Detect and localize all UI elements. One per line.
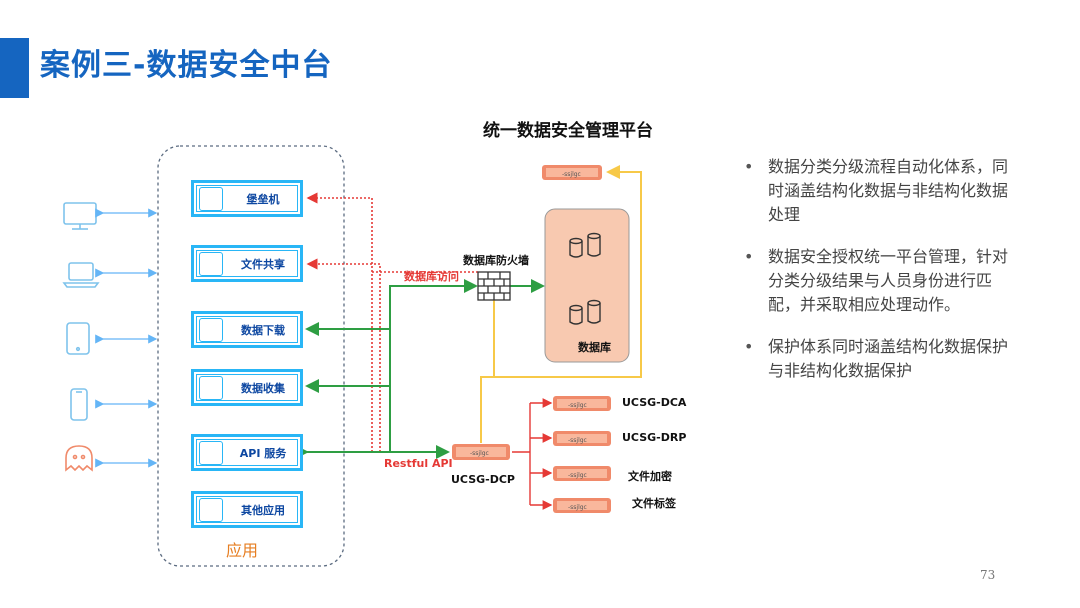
- svg-text:-ssjlgc: -ssjlgc: [568, 402, 587, 409]
- slide-title: 案例三-数据安全中台: [40, 48, 333, 83]
- yellow-links: [480, 165, 642, 443]
- page-number: 73: [980, 568, 996, 582]
- database-block: [544, 208, 630, 363]
- ghost-icon: [65, 445, 93, 472]
- app-api[interactable]: API 服务: [191, 434, 303, 471]
- svg-text:-ssjlgc: -ssjlgc: [568, 472, 587, 479]
- app-label: 文件共享: [241, 258, 285, 271]
- app-label: 堡垒机: [246, 193, 280, 206]
- device-links: [95, 208, 158, 468]
- bullet-item: 数据分类分级流程自动化体系，同时涵盖结构化数据与非结构化数据处理: [742, 155, 1012, 227]
- app-bastion[interactable]: 堡垒机: [191, 180, 303, 217]
- app-other[interactable]: 其他应用: [191, 491, 303, 528]
- app-label: 数据下载: [241, 324, 285, 337]
- diagram-title: 统一数据安全管理平台: [483, 121, 653, 141]
- collect-icon: [199, 376, 223, 400]
- bullet-list: 数据分类分级流程自动化体系，同时涵盖结构化数据与非结构化数据处理 数据安全授权统…: [742, 155, 1012, 401]
- module-encrypt-label: 文件加密: [628, 470, 672, 483]
- bullet-item: 保护体系同时涵盖结构化数据保护与非结构化数据保护: [742, 335, 1012, 383]
- app-label: 其他应用: [241, 504, 285, 517]
- dcp-label: UCSG-DCP: [451, 473, 515, 486]
- app-file-share[interactable]: 文件共享: [191, 245, 303, 282]
- label-appliance-icon: -ssjlgc: [553, 498, 611, 513]
- phone-icon: [70, 388, 88, 421]
- module-dca-label: UCSG-DCA: [622, 396, 687, 409]
- app-collect[interactable]: 数据收集: [191, 369, 303, 406]
- drp-appliance-icon: -ssjlgc: [553, 431, 611, 446]
- title-accent-bar: [0, 38, 29, 98]
- db-access-label: 数据库访问: [404, 270, 459, 283]
- download-icon: [199, 318, 223, 342]
- dcp-appliance-icon: -ssjlgc: [452, 444, 510, 460]
- top-appliance-icon: -ssjlgc: [542, 165, 602, 180]
- bullet-item: 数据安全授权统一平台管理，针对分类分级结果与人员身份进行匹配，并采取相应处理动作…: [742, 245, 1012, 317]
- file-share-icon: [199, 252, 223, 276]
- green-links: [295, 279, 545, 459]
- restful-api-label: Restful API: [384, 457, 453, 470]
- svg-text:-ssjlgc: -ssjlgc: [568, 504, 587, 511]
- firewall-icon: [477, 271, 511, 301]
- svg-text:-ssjlgc: -ssjlgc: [470, 450, 489, 457]
- other-app-icon: [199, 498, 223, 522]
- api-icon: [199, 441, 223, 465]
- app-label: 数据收集: [241, 382, 285, 395]
- encrypt-appliance-icon: -ssjlgc: [553, 466, 611, 481]
- svg-text:-ssjlgc: -ssjlgc: [562, 171, 581, 178]
- app-label: API 服务: [239, 447, 287, 460]
- bastion-icon: [199, 187, 223, 211]
- module-drp-label: UCSG-DRP: [622, 431, 687, 444]
- module-links: [512, 398, 553, 510]
- apps-group-label: 应用: [226, 541, 259, 560]
- module-label-label: 文件标签: [632, 497, 676, 510]
- app-download[interactable]: 数据下载: [191, 311, 303, 348]
- laptop-icon: [62, 262, 100, 288]
- monitor-icon: [63, 202, 97, 230]
- tablet-icon: [66, 322, 90, 355]
- database-label: 数据库: [578, 341, 611, 354]
- dca-appliance-icon: -ssjlgc: [553, 396, 611, 411]
- svg-text:-ssjlgc: -ssjlgc: [568, 437, 587, 444]
- database-icon: [569, 232, 601, 325]
- db-access-lines: [306, 192, 478, 452]
- firewall-label: 数据库防火墙: [463, 254, 529, 267]
